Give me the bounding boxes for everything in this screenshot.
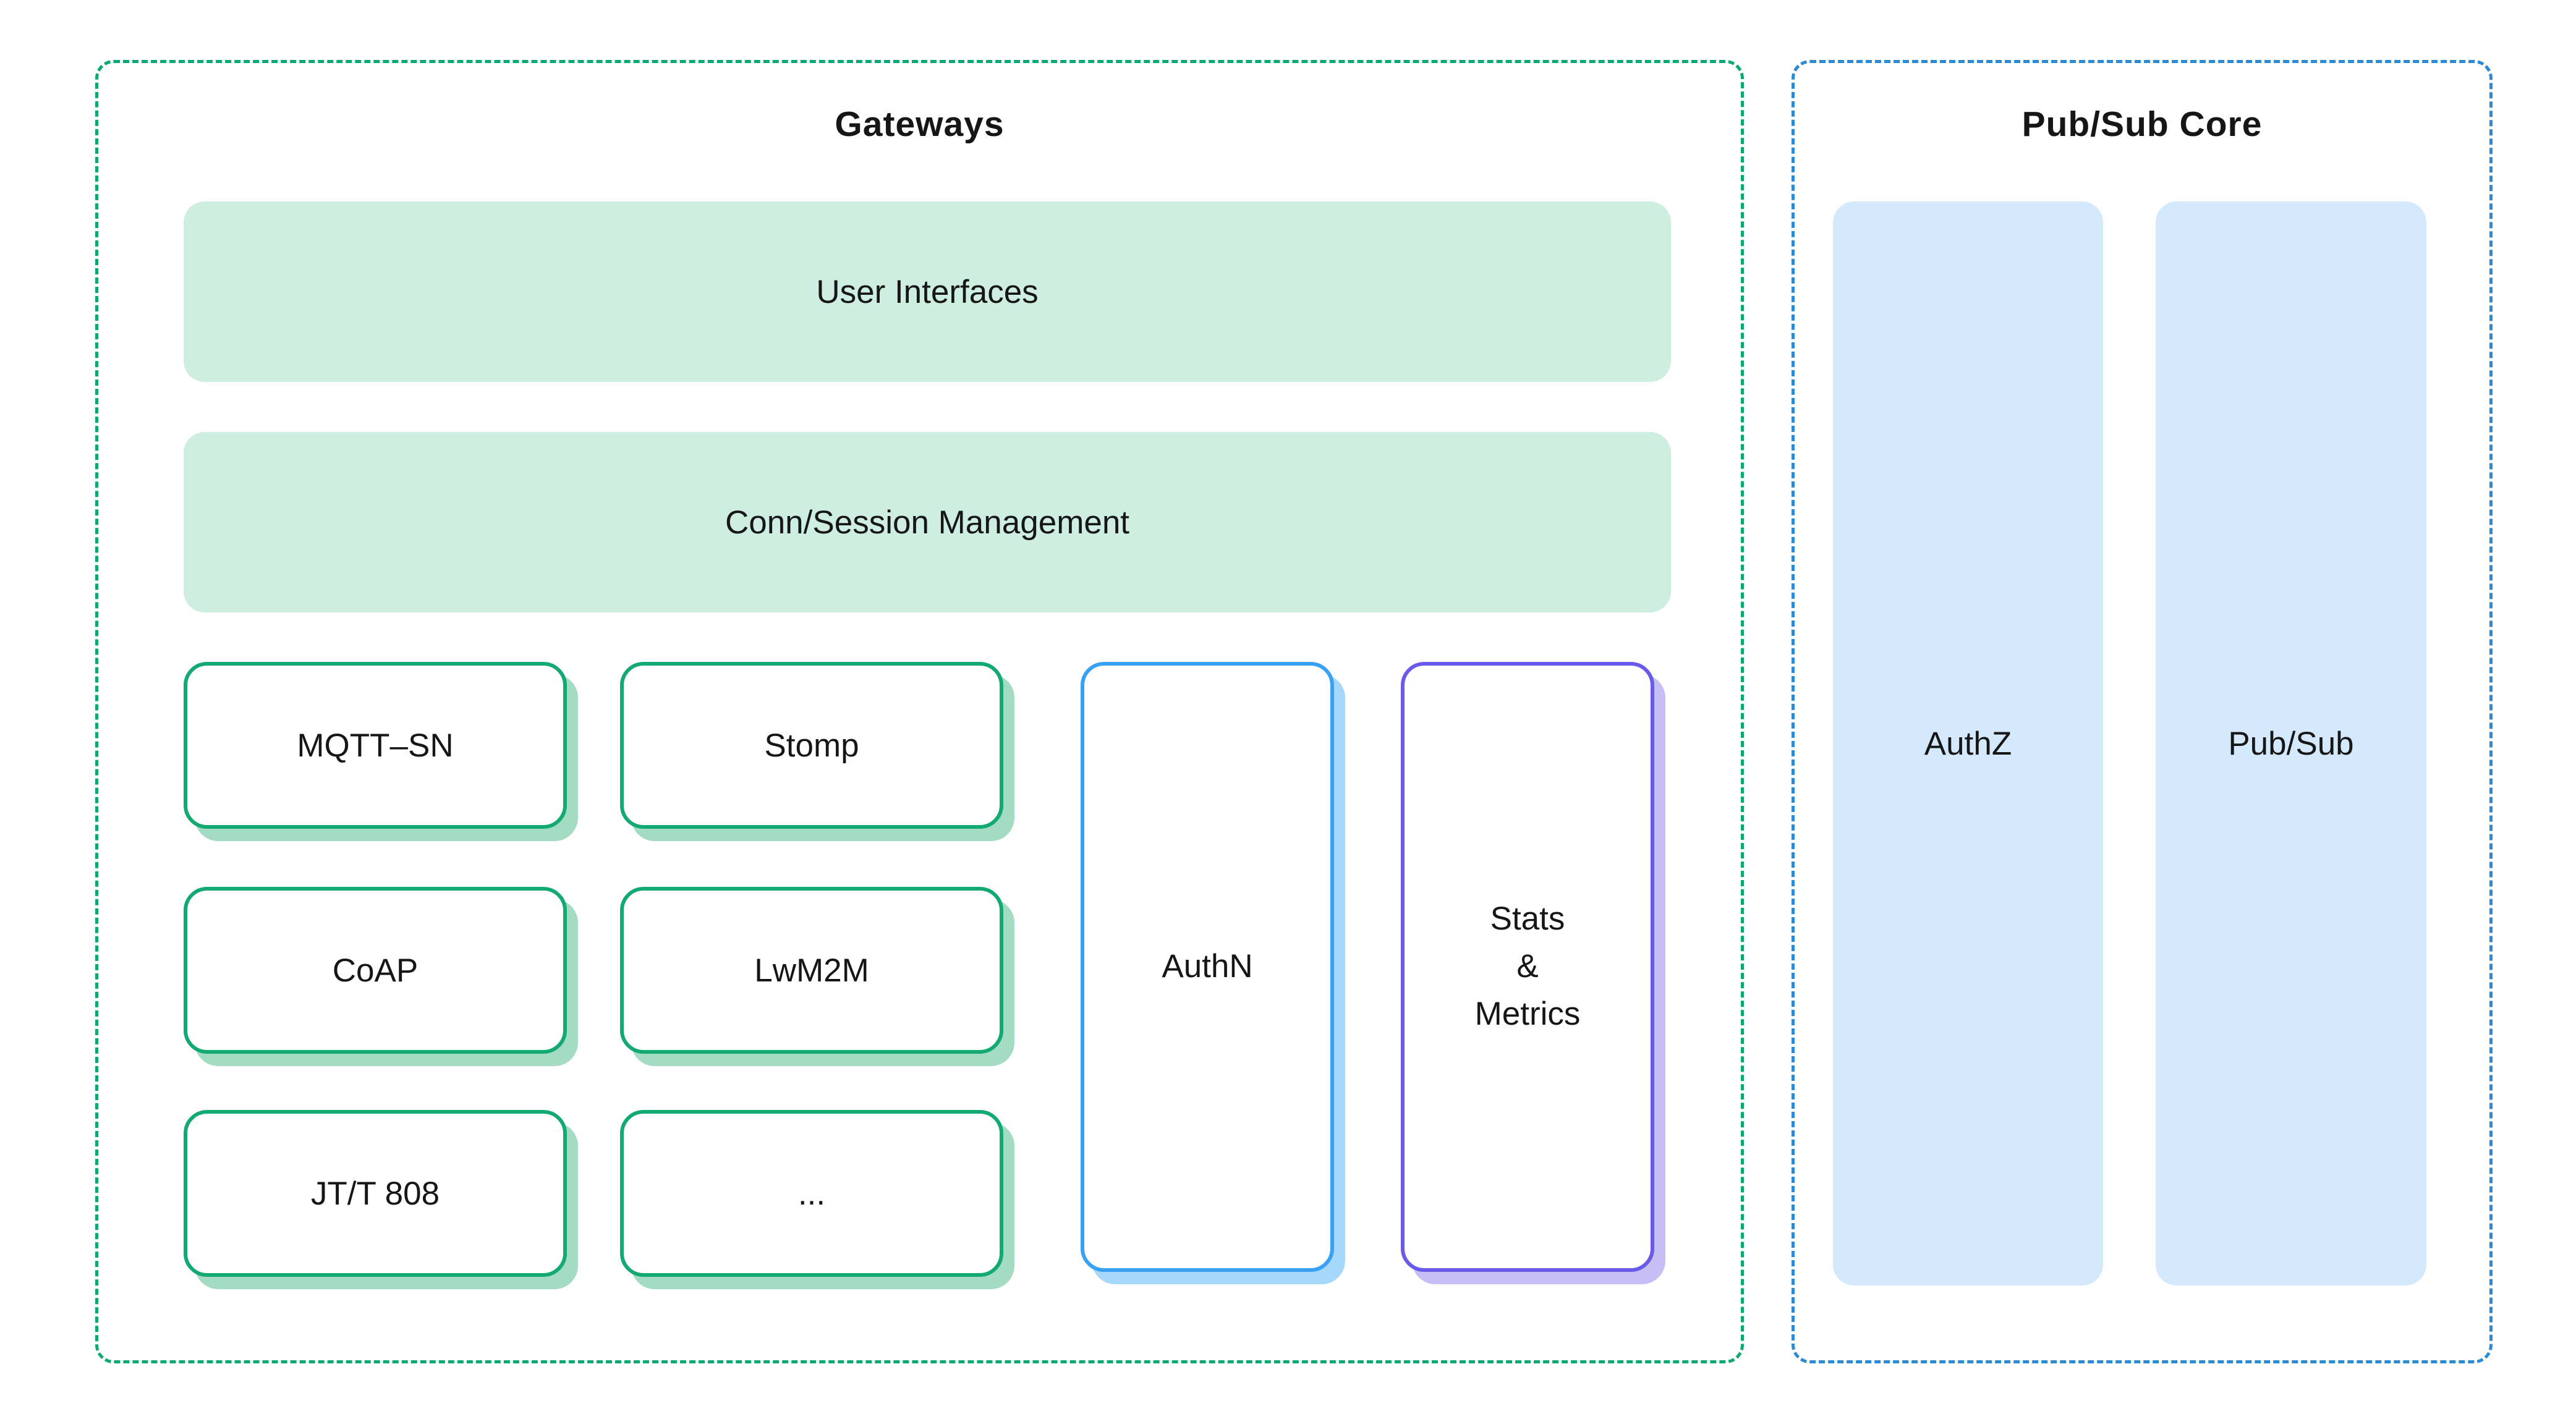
conn-session-management-bar: Conn/Session Management [184, 432, 1671, 612]
gateways-panel: Gateways [95, 60, 1744, 1363]
user-interfaces-bar: User Interfaces [184, 201, 1671, 382]
protocol-box-more: ... [620, 1110, 1003, 1277]
stats-line-1: Stats [1490, 900, 1565, 938]
gateways-panel-title: Gateways [835, 104, 1005, 144]
authz-column: AuthZ [1833, 201, 2103, 1285]
authn-box: AuthN [1081, 662, 1334, 1272]
stats-metrics-box: Stats & Metrics [1401, 662, 1654, 1272]
pubsub-core-panel: Pub/Sub Core [1792, 60, 2493, 1363]
protocol-box-mqtt-sn: MQTT–SN [184, 662, 567, 829]
stats-line-3: Metrics [1474, 995, 1581, 1032]
stats-line-2: & [1516, 948, 1539, 985]
protocol-box-stomp: Stomp [620, 662, 1003, 829]
pubsub-column: Pub/Sub [2156, 201, 2426, 1285]
protocol-box-jt808: JT/T 808 [184, 1110, 567, 1277]
protocol-box-lwm2m: LwM2M [620, 887, 1003, 1054]
pubsub-core-panel-title: Pub/Sub Core [2021, 104, 2263, 144]
protocol-box-coap: CoAP [184, 887, 567, 1054]
